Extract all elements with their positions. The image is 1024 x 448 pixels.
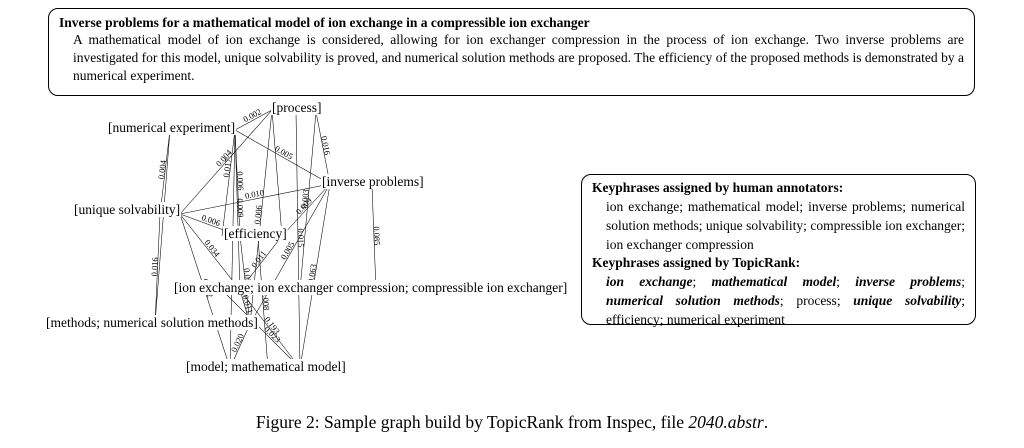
graph-edge bbox=[281, 183, 331, 237]
edge-weight-label: 0.009 bbox=[294, 196, 314, 217]
caption-file: 2040.abstr bbox=[688, 412, 764, 432]
node-label-background bbox=[271, 100, 323, 115]
graph-edge bbox=[299, 183, 331, 369]
topicrank-keyphrase: inverse problems bbox=[855, 274, 962, 289]
edge-weight-label: 0.002 bbox=[241, 106, 263, 124]
graph-edge-labels: 0.0020.0040.0050.0090.0060.0040.0160.003… bbox=[149, 106, 382, 353]
figure-caption: Figure 2: Sample graph build by TopicRan… bbox=[0, 411, 1024, 433]
edge-weight-label: 0.005 bbox=[278, 240, 296, 262]
topicrank-keyphrase: efficiency bbox=[606, 312, 660, 327]
graph-edge bbox=[299, 111, 317, 291]
topicrank-keyphrase: numerical experiment bbox=[666, 312, 785, 327]
caption-suffix: . bbox=[763, 412, 769, 432]
node-label-background bbox=[173, 280, 569, 295]
graph-edge bbox=[221, 289, 301, 369]
topicrank-keyphrases-heading: Keyphrases assigned by TopicRank: bbox=[592, 255, 801, 270]
topicrank-keyphrase: numerical solution methods bbox=[606, 293, 780, 308]
graph-edge bbox=[234, 129, 331, 185]
graph-node-model: [model; mathematical model] bbox=[186, 359, 346, 374]
graph-edge bbox=[239, 289, 301, 369]
graph-node-unique: [unique solvability] bbox=[74, 202, 180, 217]
edge-weight-label: 0.003 bbox=[299, 189, 311, 209]
edge-weight-label: 0.015 bbox=[296, 228, 306, 247]
edge-weight-label: 0.006 bbox=[200, 212, 221, 228]
keyphrase-box: Keyphrases assigned by human annotators:… bbox=[581, 174, 976, 327]
node-label-background bbox=[321, 174, 425, 189]
caption-prefix: Figure 2: Sample graph build by TopicRan… bbox=[255, 412, 689, 432]
graph-edge bbox=[371, 185, 377, 291]
graph-edge bbox=[179, 183, 331, 215]
node-label-background bbox=[185, 359, 347, 374]
graph-edge bbox=[179, 213, 241, 291]
graph-edge bbox=[234, 129, 241, 291]
edge-weight-label: 0.016 bbox=[319, 135, 332, 156]
graph-edge bbox=[315, 111, 331, 185]
node-label-background bbox=[107, 120, 237, 135]
edge-weight-label: 0.008 bbox=[260, 291, 271, 311]
abstract-title: Inverse problems for a mathematical mode… bbox=[59, 15, 590, 30]
graph-edge bbox=[234, 109, 273, 131]
node-label-background bbox=[73, 202, 182, 217]
edge-weight-label: 0.020 bbox=[229, 332, 246, 354]
graph-node-numexp: [numerical experiment] bbox=[108, 120, 235, 135]
node-label-background bbox=[223, 226, 288, 241]
graph-edge bbox=[159, 129, 171, 215]
graph-edge bbox=[249, 183, 331, 325]
topicrank-keyphrase: mathematical model bbox=[711, 274, 837, 289]
edge-weight-label: 0.063 bbox=[306, 263, 319, 283]
edge-weight-label: 0.011 bbox=[249, 249, 268, 270]
graph-node-process: [process] bbox=[272, 100, 321, 115]
edge-weight-label: 0.006 bbox=[252, 205, 264, 225]
graph-node-inverse: [inverse problems] bbox=[322, 174, 424, 189]
abstract-body: A mathematical model of ion exchange is … bbox=[73, 32, 964, 83]
topicrank-keyphrase: unique solvability bbox=[853, 293, 962, 308]
edge-weight-label: 0.085 bbox=[372, 226, 383, 245]
graph-edge bbox=[154, 129, 171, 325]
topicrank-keyphrases-list: ion exchange; mathematical model; invers… bbox=[606, 274, 965, 327]
edge-weight-label: 0.011 bbox=[240, 294, 255, 315]
graph-edge bbox=[271, 109, 283, 237]
edge-weight-label: 0.009 bbox=[235, 198, 246, 217]
graph-edge bbox=[221, 129, 236, 237]
edge-weight-label: 0.005 bbox=[273, 143, 295, 161]
graph-node-methods: [methods; numerical solution methods] bbox=[46, 315, 258, 330]
edge-weight-label: 0.016 bbox=[149, 257, 160, 277]
edge-weight-label: 0.004 bbox=[156, 159, 168, 180]
edge-weight-label: 0.034 bbox=[203, 238, 223, 260]
edge-weight-label: 0.017 bbox=[221, 158, 233, 178]
edge-weight-label: 0.010 bbox=[244, 187, 265, 201]
graph-node-ion: [ion exchange; ion exchanger compression… bbox=[174, 280, 567, 295]
graph-edge bbox=[234, 129, 241, 237]
topicrank-keyphrase: ion exchange bbox=[606, 274, 693, 289]
graph-edge bbox=[154, 213, 161, 325]
graph-nodes: [process] [numerical experiment] [inverse … bbox=[45, 100, 569, 374]
human-keyphrases-heading: Keyphrases assigned by human annotators: bbox=[592, 180, 844, 195]
graph-edge bbox=[257, 237, 269, 369]
edge-weight-label: 0.006 bbox=[235, 171, 246, 191]
abstract-box: Inverse problems for a mathematical mode… bbox=[48, 8, 975, 96]
graph-edge bbox=[179, 109, 273, 215]
human-keyphrases-list: ion exchange; mathematical model; invers… bbox=[606, 199, 965, 252]
node-label-background bbox=[45, 315, 259, 330]
graph-node-efficiency: [efficiency] bbox=[224, 226, 287, 241]
topicrank-keyphrase: process bbox=[796, 293, 837, 308]
